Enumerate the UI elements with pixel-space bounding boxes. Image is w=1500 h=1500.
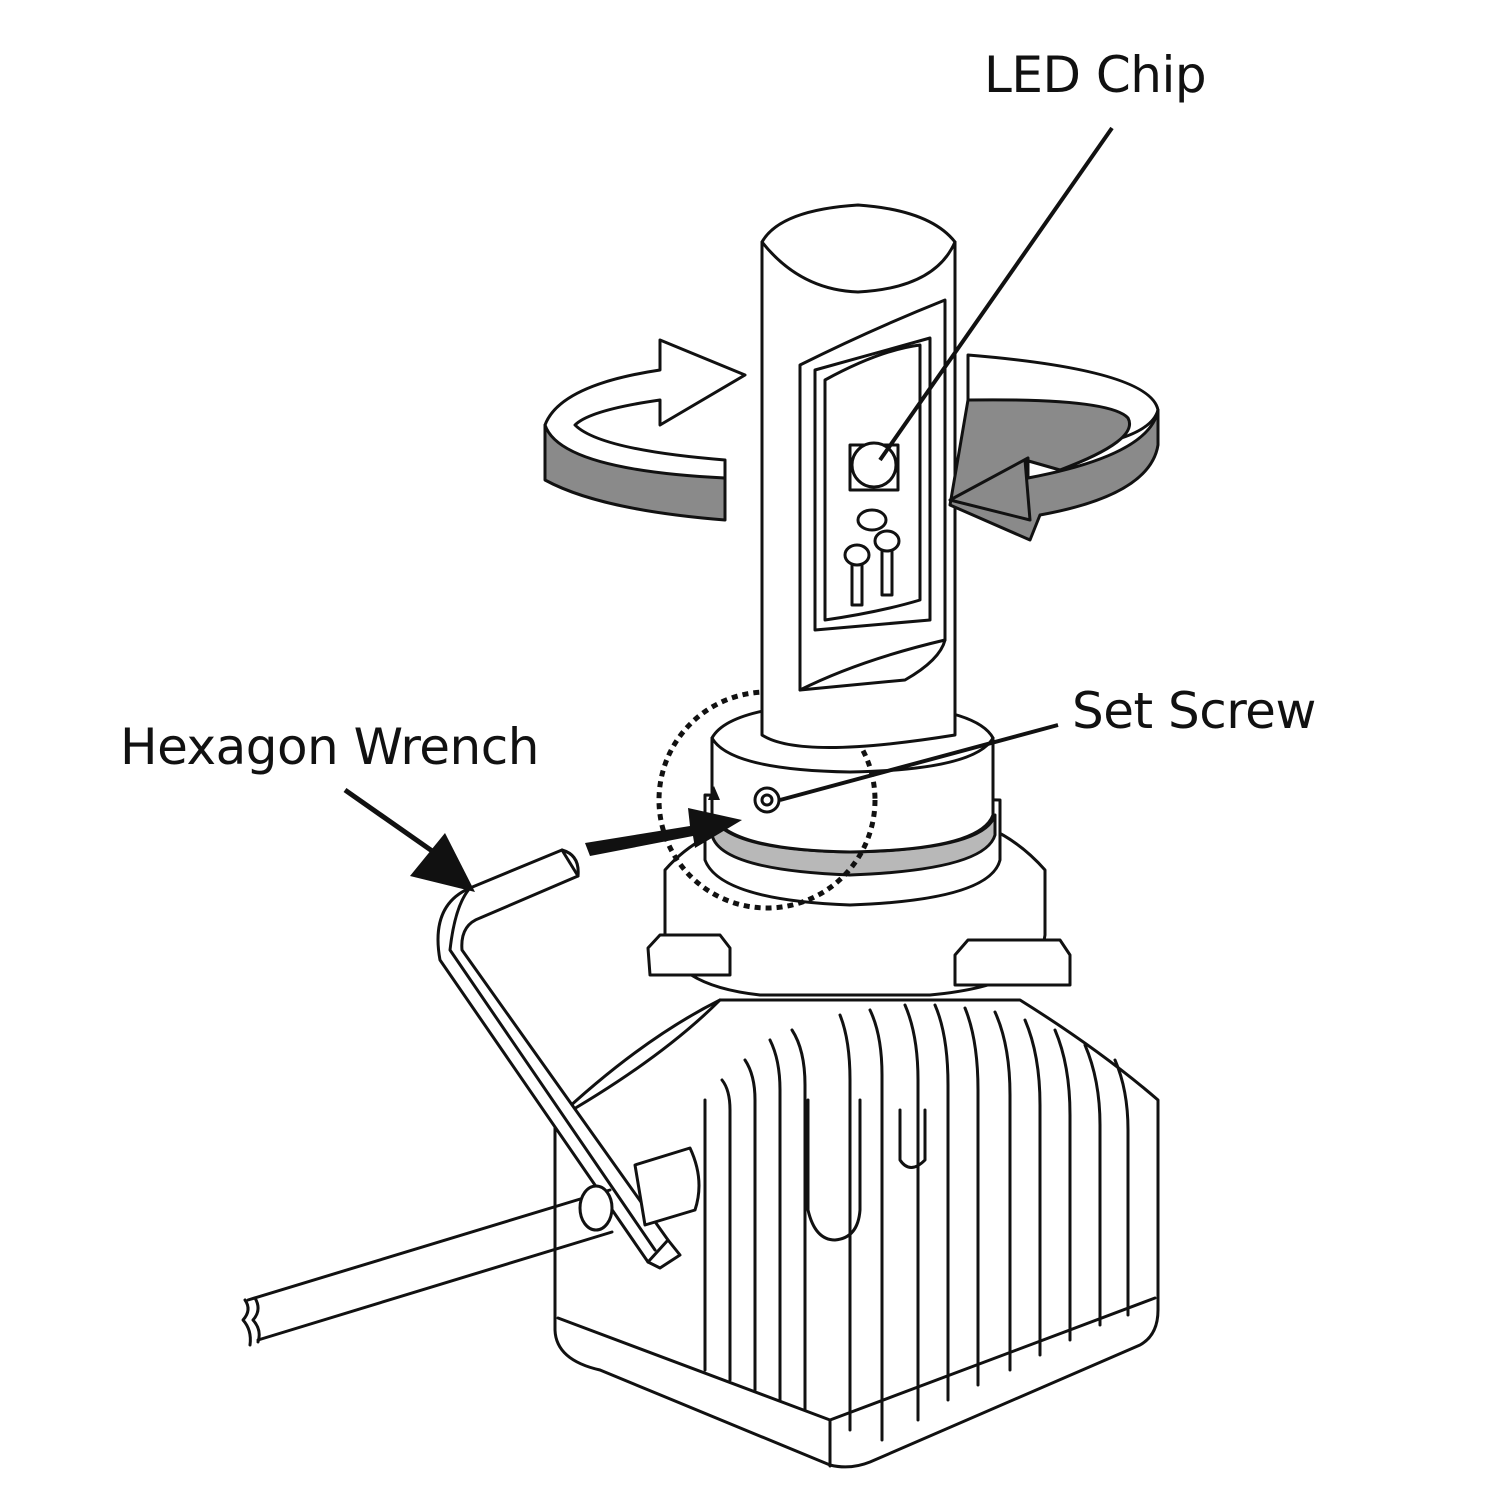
set-screw-label: Set Screw xyxy=(1072,682,1316,740)
insertion-arrow xyxy=(585,808,742,856)
hexagon-wrench-label: Hexagon Wrench xyxy=(120,718,539,776)
heatsink-fins xyxy=(703,1003,1130,1442)
rotation-arrow-left xyxy=(543,338,747,522)
bulb-tube xyxy=(760,203,957,749)
hexagon-wrench-arrow xyxy=(343,787,475,892)
socket-collar xyxy=(646,701,1072,997)
led-chip-leader-line xyxy=(878,126,1114,462)
power-cable xyxy=(241,1146,701,1347)
rotation-arrow-right xyxy=(948,353,1160,542)
led-chip-label: LED Chip xyxy=(984,46,1207,104)
set-screw-leader-line xyxy=(779,723,1059,802)
